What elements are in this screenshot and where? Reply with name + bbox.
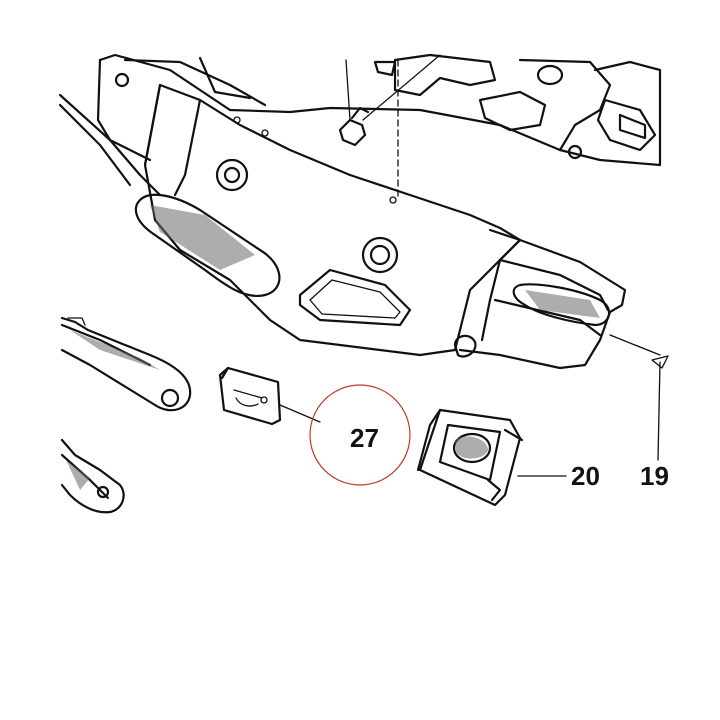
frame-assembly xyxy=(58,53,669,461)
highlight-circle xyxy=(309,384,411,486)
part-27-pad xyxy=(218,366,321,426)
left-link-lower xyxy=(60,438,125,514)
left-link-upper xyxy=(60,316,192,412)
callout-19: 19 xyxy=(640,461,669,491)
part-20-slider xyxy=(416,408,567,507)
callout-20: 20 xyxy=(571,461,600,491)
callout-27: 27 xyxy=(350,423,379,453)
